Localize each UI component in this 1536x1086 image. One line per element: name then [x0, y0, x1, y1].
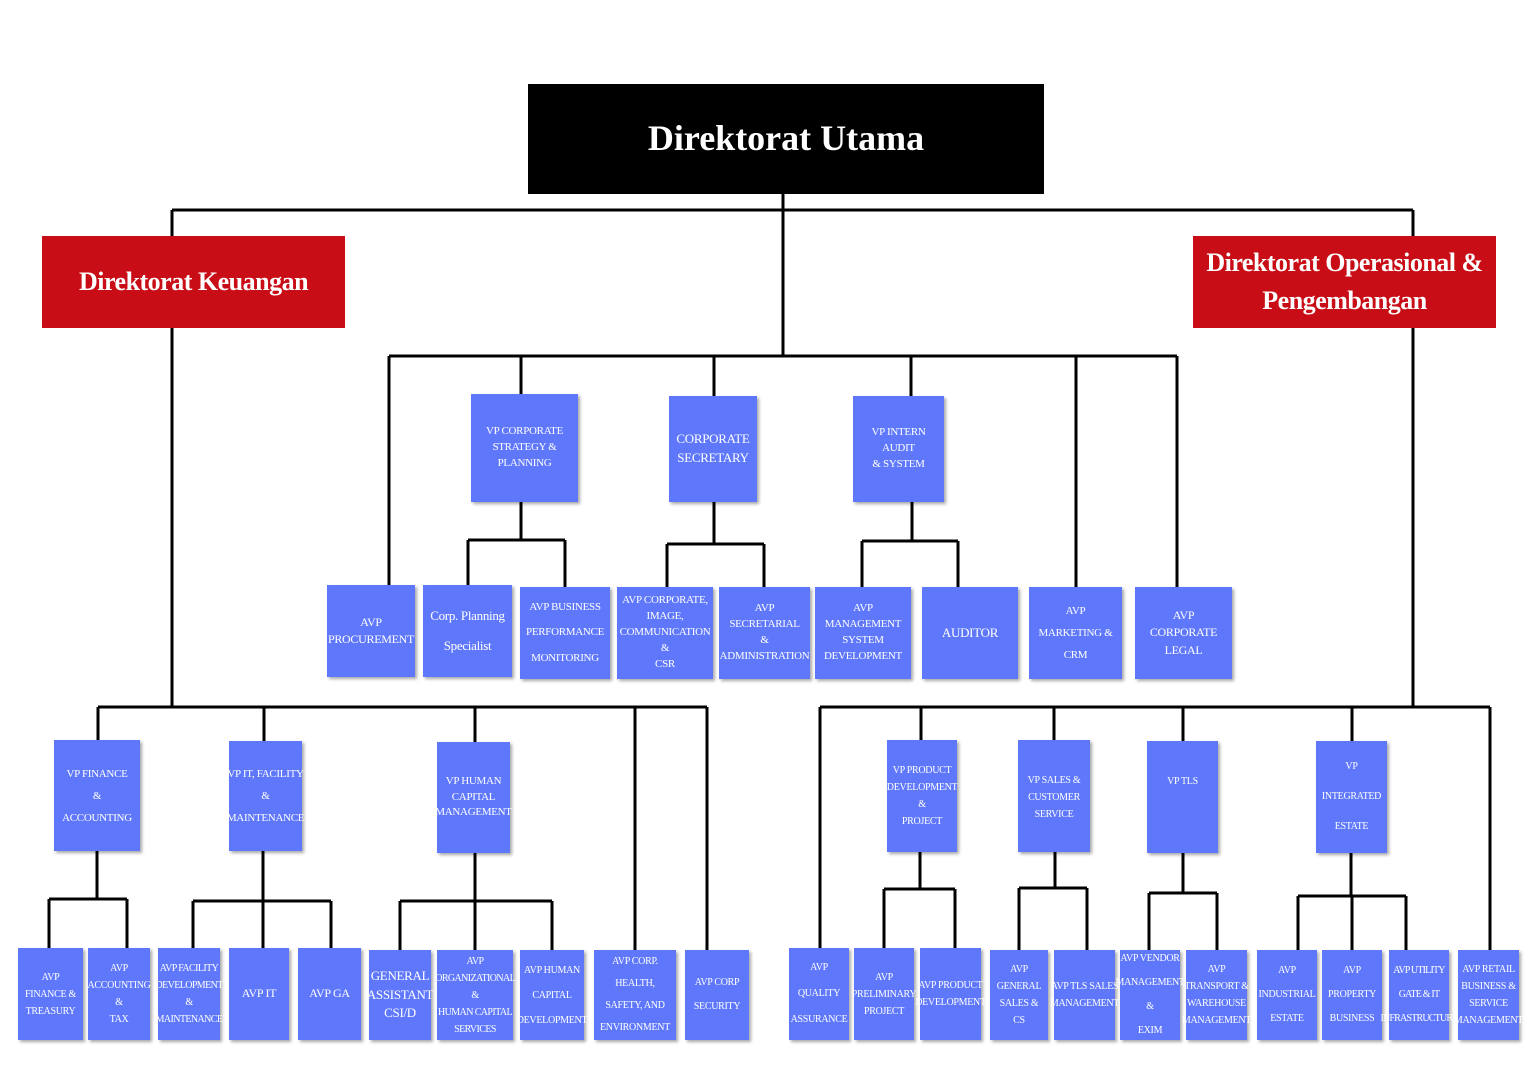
avp-preliminary-project-box: AVP PRELIMINARY PROJECT: [851, 948, 917, 1040]
avp-vendor-management-box: AVP VENDOR MANAGEMENT & EXIM: [1115, 950, 1185, 1040]
avp-accounting-tax-box: AVP ACCOUNTING & TAX: [87, 948, 151, 1040]
avp-industrial-estate-label: AVP INDUSTRIAL ESTATE: [1258, 965, 1316, 1024]
avp-corp-security-label: AVP CORP SECURITY: [693, 977, 741, 1012]
vp-human-capital-box: VP HUMAN CAPITAL MANAGEMENT: [435, 742, 512, 853]
avp-utility-gate-box: AVP UTILITY GATE & IT INFRASTRUCTURE: [1380, 950, 1458, 1040]
avp-it-label: AVP IT: [241, 986, 277, 1001]
vp-product-development-label: VP PRODUCT DEVELOPMENT & PROJECT: [886, 765, 958, 827]
avp-tls-sales-label: AVP TLS SALES MANAGEMENT: [1049, 981, 1120, 1009]
avp-retail-business-box: AVP RETAIL BUSINESS & SERVICE MANAGEMENT: [1454, 950, 1523, 1040]
vp-product-development-box: VP PRODUCT DEVELOPMENT & PROJECT: [886, 740, 958, 852]
avp-corp-hse-label: AVP CORP. HEALTH, SAFETY, AND ENVIRONMEN…: [599, 956, 671, 1033]
corp-planning-specialist-label: Corp. Planning Specialist: [430, 608, 505, 653]
direktorat-utama-box: Direktorat Utama: [528, 84, 1044, 194]
avp-human-capital-development-box: AVP HUMAN CAPITAL DEVELOPMENT: [517, 950, 588, 1040]
avp-secretarial-label: AVP SECRETARIAL & ADMINISTRATION: [719, 602, 810, 662]
avp-secretarial-box: AVP SECRETARIAL & ADMINISTRATION: [719, 587, 810, 679]
corporate-secretary-box: CORPORATE SECRETARY: [669, 396, 757, 502]
avp-marketing-crm-box: AVP MARKETING & CRM: [1029, 587, 1122, 679]
avp-transport-warehouse-box: AVP TRANSPORT & WAREHOUSE MANAGEMENT: [1182, 950, 1251, 1040]
corporate-secretary-label: CORPORATE SECRETARY: [676, 431, 750, 465]
avp-management-system-label: AVP MANAGEMENT SYSTEM DEVELOPMENT: [824, 602, 902, 662]
corp-planning-specialist-box: Corp. Planning Specialist: [423, 585, 512, 677]
vp-intern-audit-label: VP INTERN AUDIT & SYSTEM: [871, 426, 926, 470]
avp-human-capital-development-label: AVP HUMAN CAPITAL DEVELOPMENT: [516, 964, 588, 1026]
avp-quality-assurance-label: AVP QUALITY ASSURANCE: [790, 962, 848, 1025]
direktorat-keuangan-label: Direktorat Keuangan: [78, 267, 309, 297]
vp-sales-customer-service-label: VP SALES & CUSTOMER SERVICE: [1027, 775, 1081, 820]
connector-paths: [47, 194, 1492, 950]
direktorat-operasional-label: Direktorat Operasional & Pengembangan: [1206, 248, 1483, 315]
avp-industrial-estate-box: AVP INDUSTRIAL ESTATE: [1257, 950, 1317, 1040]
avp-vendor-management-label: AVP VENDOR MANAGEMENT & EXIM: [1115, 953, 1185, 1036]
direktorat-operasional-box: Direktorat Operasional & Pengembangan: [1193, 236, 1496, 328]
avp-procurement-box: AVP PROCUREMENT: [327, 585, 415, 677]
avp-transport-warehouse-label: AVP TRANSPORT & WAREHOUSE MANAGEMENT: [1181, 964, 1252, 1026]
avp-corporate-image-label: AVP CORPORATE, IMAGE, COMMUNICATION & CS…: [619, 594, 711, 670]
vp-human-capital-label: VP HUMAN CAPITAL MANAGEMENT: [435, 774, 512, 819]
vp-tls-label: VP TLS: [1167, 776, 1198, 787]
avp-property-business-label: AVP PROPERTY BUSINESS: [1327, 965, 1377, 1024]
avp-ga-label: AVP GA: [309, 986, 350, 1001]
avp-corp-hse-box: AVP CORP. HEALTH, SAFETY, AND ENVIRONMEN…: [594, 950, 676, 1040]
vp-tls-box: VP TLS: [1147, 741, 1218, 853]
avp-procurement-label: AVP PROCUREMENT: [327, 614, 415, 646]
avp-ga-box: AVP GA: [298, 948, 361, 1040]
vp-it-facility-label: VP IT, FACILITY & MAINTENANCE: [226, 768, 305, 824]
direktorat-utama-label: Direktorat Utama: [647, 118, 925, 159]
avp-facility-development-label: AVP FACILITY DEVELOPMENT & MAINTENANCE: [155, 963, 223, 1025]
avp-corp-security-box: AVP CORP SECURITY: [685, 950, 749, 1040]
general-assistant-box: GENERAL ASSISTANT CSI/D: [366, 950, 434, 1040]
avp-accounting-tax-label: AVP ACCOUNTING & TAX: [87, 963, 151, 1025]
vp-finance-accounting-label: VP FINANCE & ACCOUNTING: [62, 767, 132, 824]
avp-facility-development-box: AVP FACILITY DEVELOPMENT & MAINTENANCE: [155, 948, 223, 1040]
vp-finance-accounting-box: VP FINANCE & ACCOUNTING: [54, 740, 140, 851]
vp-intern-audit-box: VP INTERN AUDIT & SYSTEM: [853, 396, 944, 502]
vp-it-facility-box: VP IT, FACILITY & MAINTENANCE: [226, 741, 305, 851]
avp-corporate-legal-box: AVP CORPORATE LEGAL: [1135, 587, 1232, 679]
avp-retail-business-label: AVP RETAIL BUSINESS & SERVICE MANAGEMENT: [1453, 964, 1524, 1026]
avp-product-development-box: AVP PRODUCT DEVELOPMENT: [915, 948, 986, 1040]
vp-sales-customer-service-box: VP SALES & CUSTOMER SERVICE: [1018, 740, 1090, 852]
avp-organizational-label: AVP ORGANIZATIONAL & HUMAN CAPITAL SERVI…: [435, 955, 516, 1035]
avp-finance-treasury-label: AVP FINANCE & TREASURY: [25, 971, 76, 1017]
general-assistant-label: GENERAL ASSISTANT CSI/D: [366, 967, 434, 1021]
avp-finance-treasury-box: AVP FINANCE & TREASURY: [18, 948, 83, 1040]
avp-general-sales-label: AVP GENERAL SALES & CS: [996, 964, 1042, 1026]
vp-integrated-estate-box: VP INTEGRATED ESTATE: [1316, 741, 1387, 853]
avp-business-performance-box: AVP BUSINESS PERFORMANCE MONITORING: [520, 587, 610, 679]
avp-marketing-crm-label: AVP MARKETING & CRM: [1038, 605, 1113, 661]
vp-corporate-strategy-box: VP CORPORATE STRATEGY & PLANNING: [471, 394, 578, 502]
auditor-box: AUDITOR: [922, 587, 1018, 679]
avp-corporate-legal-label: AVP CORPORATE LEGAL: [1149, 607, 1218, 657]
avp-tls-sales-box: AVP TLS SALES MANAGEMENT: [1050, 950, 1119, 1040]
avp-preliminary-project-label: AVP PRELIMINARY PROJECT: [851, 971, 917, 1017]
auditor-label: AUDITOR: [941, 624, 999, 640]
avp-property-business-box: AVP PROPERTY BUSINESS: [1322, 950, 1382, 1040]
avp-it-box: AVP IT: [229, 948, 289, 1040]
avp-general-sales-box: AVP GENERAL SALES & CS: [990, 950, 1048, 1040]
avp-business-performance-label: AVP BUSINESS PERFORMANCE MONITORING: [526, 601, 604, 664]
avp-organizational-box: AVP ORGANIZATIONAL & HUMAN CAPITAL SERVI…: [435, 950, 516, 1040]
avp-corporate-image-box: AVP CORPORATE, IMAGE, COMMUNICATION & CS…: [617, 587, 713, 679]
direktorat-keuangan-box: Direktorat Keuangan: [42, 236, 345, 328]
vp-integrated-estate-label: VP INTEGRATED ESTATE: [1321, 761, 1382, 832]
avp-utility-gate-label: AVP UTILITY GATE & IT INFRASTRUCTURE: [1380, 965, 1458, 1024]
avp-quality-assurance-box: AVP QUALITY ASSURANCE: [789, 948, 849, 1040]
avp-product-development-label: AVP PRODUCT DEVELOPMENT: [915, 980, 986, 1008]
vp-corporate-strategy-label: VP CORPORATE STRATEGY & PLANNING: [486, 425, 563, 469]
avp-management-system-box: AVP MANAGEMENT SYSTEM DEVELOPMENT: [815, 587, 911, 679]
